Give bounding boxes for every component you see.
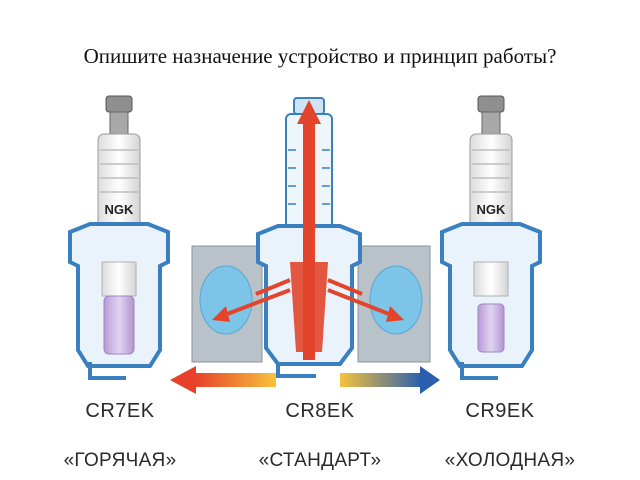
insulator-tip — [477, 303, 505, 353]
plug-center-cutaway — [191, 97, 431, 378]
brand-label: NGK — [477, 202, 507, 217]
spark-plug-diagram: NGK NGK — [68, 95, 542, 394]
terminal-neck — [109, 111, 129, 135]
plug-left: NGK — [68, 95, 170, 380]
insulator-nose — [473, 261, 509, 297]
heat-flow-core — [290, 262, 328, 352]
insulator-nose — [101, 261, 137, 297]
hotter-arrow — [170, 366, 276, 394]
ground-electrode — [276, 362, 316, 378]
heat-arrow-up — [297, 100, 321, 124]
colder-arrow — [340, 366, 440, 394]
insulator-ribs — [472, 149, 510, 193]
plug-right: NGK — [440, 95, 542, 380]
terminal-nut — [477, 95, 505, 113]
model-label-left: CR7EK — [85, 400, 155, 422]
slide-question: Опишите назначение устройство и принцип … — [83, 44, 557, 68]
ground-electrode — [88, 362, 126, 380]
ground-electrode — [460, 362, 498, 380]
coolant-left — [199, 265, 253, 335]
terminal-nut — [105, 95, 133, 113]
heat-type-cold: «ХОЛОДНАЯ» — [444, 450, 576, 471]
model-label-center: CR8EK — [285, 400, 355, 422]
insulator-tip — [103, 295, 135, 355]
terminal-neck — [481, 111, 501, 135]
brand-label: NGK — [105, 202, 135, 217]
insulator-ribs — [100, 149, 138, 193]
insulator-ribs — [288, 149, 330, 205]
heat-type-hot: «ГОРЯЧАЯ» — [63, 450, 177, 471]
coolant-right — [369, 265, 423, 335]
heat-type-standard: «СТАНДАРТ» — [258, 450, 382, 471]
heat-dissipation-arrows — [212, 278, 404, 322]
model-label-right: CR9EK — [465, 400, 535, 422]
